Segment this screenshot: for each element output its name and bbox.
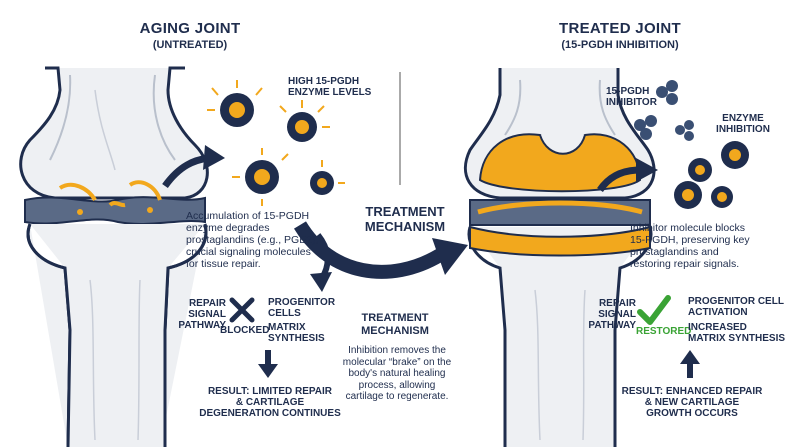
enzyme-icon [310, 171, 334, 195]
matrix-label-right: INCREASED MATRIX SYNTHESIS [688, 322, 786, 344]
enzyme-inhibition-label: ENZYME INHIBITION [716, 113, 770, 135]
inhibitor-label: 15-PGDH INHIBITOR [606, 86, 657, 108]
enzyme-icon [220, 93, 254, 127]
inhibited-enzyme-cluster [674, 141, 749, 209]
right-subtitle: (15-PGDH INHIBITION) [561, 39, 679, 51]
progenitor-label: PROGENITOR CELLS [268, 297, 336, 319]
center-mechanism-title: TREATMENT MECHANISM [364, 204, 446, 234]
enzyme-icon [721, 141, 749, 169]
aging-joint-illustration [19, 66, 209, 447]
enzyme-icon [245, 160, 279, 194]
enzyme-icon [711, 186, 733, 208]
left-title: AGING JOINT [139, 20, 241, 37]
check-restored-icon [637, 295, 671, 325]
inhibitor-icon [675, 120, 694, 141]
center-mechanism-text: Inhibition removes the molecular “brake”… [342, 345, 452, 402]
curved-arrow-icon [294, 221, 444, 279]
enzyme-icon [688, 158, 712, 182]
blocked-label: BLOCKED [220, 325, 270, 336]
enzyme-radiating-arrows [207, 80, 345, 206]
inhibitor-icon [656, 80, 678, 105]
left-description: Accumulation of 15-PGDH enzyme degrades … [186, 210, 319, 270]
right-pathway-label: REPAIR SIGNAL PATHWAY [588, 298, 636, 331]
enzyme-icon [674, 181, 702, 209]
inhibitor-icon [634, 115, 657, 140]
restored-label: RESTORED [636, 326, 692, 337]
right-title: TREATED JOINT [559, 20, 681, 37]
right-description: Inhibitor molecule blocks 15-PGDH, prese… [630, 222, 750, 270]
right-result: RESULT: ENHANCED REPAIR & NEW CARTILAGE … [621, 386, 763, 419]
treated-joint-illustration [464, 68, 656, 447]
enzyme-icon [287, 112, 317, 142]
activation-label: PROGENITOR CELL ACTIVATION [688, 296, 784, 318]
left-result: RESULT: LIMITED REPAIR & CARTILAGE DEGEN… [199, 386, 341, 419]
inhibitor-cluster [634, 80, 694, 141]
center-mechanism-title-2: TREATMENT MECHANISM [361, 312, 429, 337]
matrix-label-left: MATRIX SYNTHESIS [268, 322, 325, 344]
left-pathway-label: REPAIR SIGNAL PATHWAY [178, 298, 226, 331]
left-subtitle: (UNTREATED) [152, 39, 228, 51]
enzyme-cluster-left [220, 93, 334, 195]
x-blocked-icon [229, 297, 255, 323]
enzyme-level-label: HIGH 15-PGDH ENZYME LEVELS [288, 76, 372, 98]
